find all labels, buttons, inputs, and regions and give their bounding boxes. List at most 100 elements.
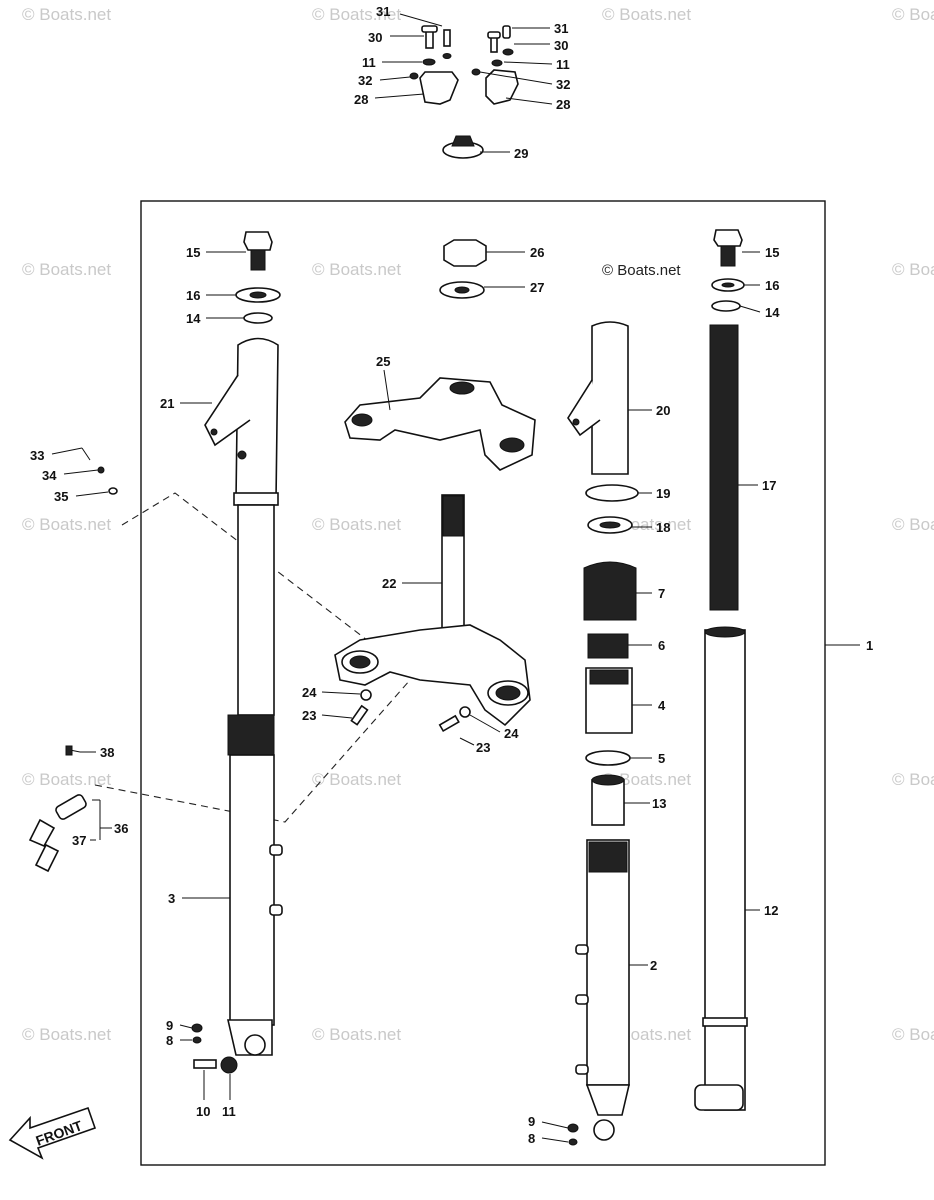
- callout-label: 20: [656, 403, 670, 418]
- callout-label: 11: [362, 55, 376, 70]
- bracket-hole-icon: [449, 381, 475, 395]
- watermark-layer: © Boats.net © Boats.net © Boats.net © Bo…: [22, 5, 934, 1044]
- dust-seal-icon: [227, 714, 275, 756]
- washer-24-icon: [459, 706, 471, 718]
- bracket-hole-icon: [210, 428, 218, 436]
- washer-hole-icon: [454, 286, 470, 294]
- piston-top-icon: [591, 774, 625, 786]
- nut-9-icon: [567, 1123, 579, 1133]
- handlebar-clamp-left: [409, 25, 459, 105]
- fork-clamp-hole-icon: [495, 685, 521, 701]
- dashed-assembly-line: [121, 492, 381, 651]
- dashed-assembly-line: [94, 679, 411, 823]
- bolt-head-icon: [487, 31, 501, 39]
- key-37-icon: [34, 843, 60, 873]
- watermark: © Boats.net: [312, 1025, 401, 1044]
- tube-bottom-icon: [694, 1084, 744, 1111]
- callout-label: 23: [302, 708, 316, 723]
- cap-bolt-thread-icon: [720, 245, 736, 267]
- callout-label: 8: [528, 1131, 535, 1146]
- callout-label: 10: [196, 1104, 210, 1119]
- watermark: © Boats.net: [312, 515, 401, 534]
- callout-label: 2: [650, 958, 657, 973]
- callout-label: 31: [554, 21, 568, 36]
- callout-label: 29: [514, 146, 528, 161]
- washer-11-icon: [422, 58, 436, 66]
- callout-label: 23: [476, 740, 490, 755]
- callout-label: 27: [530, 280, 544, 295]
- callout-label: 6: [658, 638, 665, 653]
- washer-24-icon: [360, 689, 372, 701]
- callout-label: 3: [168, 891, 175, 906]
- callout-label: 36: [114, 821, 128, 836]
- nut-icon: [451, 135, 475, 147]
- watermark: © Boats.net: [312, 770, 401, 789]
- callout-labels: 31 30 11 32 28 31 30 11 32 28 29 15 16 1…: [30, 4, 780, 1146]
- assembly-frame: [140, 200, 826, 1166]
- watermark: © Boats.net: [312, 5, 401, 24]
- bolt-31-icon: [443, 29, 451, 47]
- callout-label: 19: [656, 486, 670, 501]
- axle-holder-icon: [593, 1119, 615, 1141]
- watermark: © Boats.net: [22, 5, 111, 24]
- bolt-31-icon: [502, 25, 511, 39]
- arrow-icon: [8, 1106, 97, 1160]
- steering-lock-36-icon: [55, 794, 87, 820]
- bracket-hole-icon: [499, 437, 525, 453]
- fork-cover-21-icon: [235, 337, 279, 501]
- oil-seal-6-icon: [587, 633, 629, 659]
- boss-icon: [575, 944, 589, 955]
- callout-label: 30: [554, 38, 568, 53]
- dust-seal-7-icon: [583, 561, 637, 621]
- o-ring-14-icon: [711, 300, 741, 312]
- callout-label: 24: [504, 726, 519, 741]
- boss-icon: [575, 994, 589, 1005]
- washer-icon: [442, 53, 452, 59]
- callout-label: 14: [765, 305, 780, 320]
- ring-19-icon: [585, 484, 639, 502]
- watermark: © Boats.net: [22, 1025, 111, 1044]
- washer-hole-icon: [721, 282, 735, 288]
- washer-11-icon: [220, 1056, 238, 1074]
- callout-label: 30: [368, 30, 382, 45]
- callout-label: 32: [358, 73, 372, 88]
- washer-icon: [502, 48, 514, 56]
- callout-label: 8: [166, 1033, 173, 1048]
- screw-head-icon: [65, 745, 73, 756]
- watermark: © Boats.net: [602, 5, 691, 24]
- washer-8-icon: [192, 1036, 202, 1044]
- watermark: © Boats.net: [22, 515, 111, 534]
- bracket-hole-icon: [351, 413, 373, 427]
- watermark: © Boats.net: [892, 515, 934, 534]
- right-fork-exploded: [567, 321, 639, 1146]
- callout-label: 12: [764, 903, 778, 918]
- bolt-23-icon: [350, 704, 369, 726]
- cap-bolt-thread-icon: [250, 249, 266, 271]
- callout-label: 28: [556, 97, 570, 112]
- stem-thread-icon: [442, 495, 464, 537]
- callout-label: 34: [42, 468, 57, 483]
- callout-label: 32: [556, 77, 570, 92]
- cap-bolt-15-icon: [713, 229, 743, 247]
- bolt-head-icon: [421, 25, 438, 33]
- center-parts: [334, 239, 536, 733]
- callout-leaders: [51, 13, 761, 1143]
- nut-26-icon: [443, 239, 487, 267]
- bolt-10-icon: [193, 1059, 217, 1069]
- watermark: © Boats.net: [892, 260, 934, 279]
- o-ring-14-icon: [243, 312, 273, 324]
- callout-label: 11: [222, 1104, 236, 1119]
- axle-holder-icon: [244, 1034, 266, 1056]
- nut-32-icon: [471, 68, 481, 76]
- stem-nut-29: [442, 135, 484, 159]
- callout-label: 38: [100, 745, 114, 760]
- key-37-icon: [28, 818, 56, 848]
- upper-bracket-25-icon: [344, 377, 536, 471]
- callout-label: 28: [354, 92, 368, 107]
- o-ring-5-icon: [585, 750, 631, 766]
- nut-9-icon: [191, 1023, 203, 1033]
- inner-tube-12-icon: [704, 629, 746, 1111]
- callout-label: 25: [376, 354, 390, 369]
- right-inner-parts: [694, 229, 748, 1111]
- spring-17-icon: [709, 324, 739, 611]
